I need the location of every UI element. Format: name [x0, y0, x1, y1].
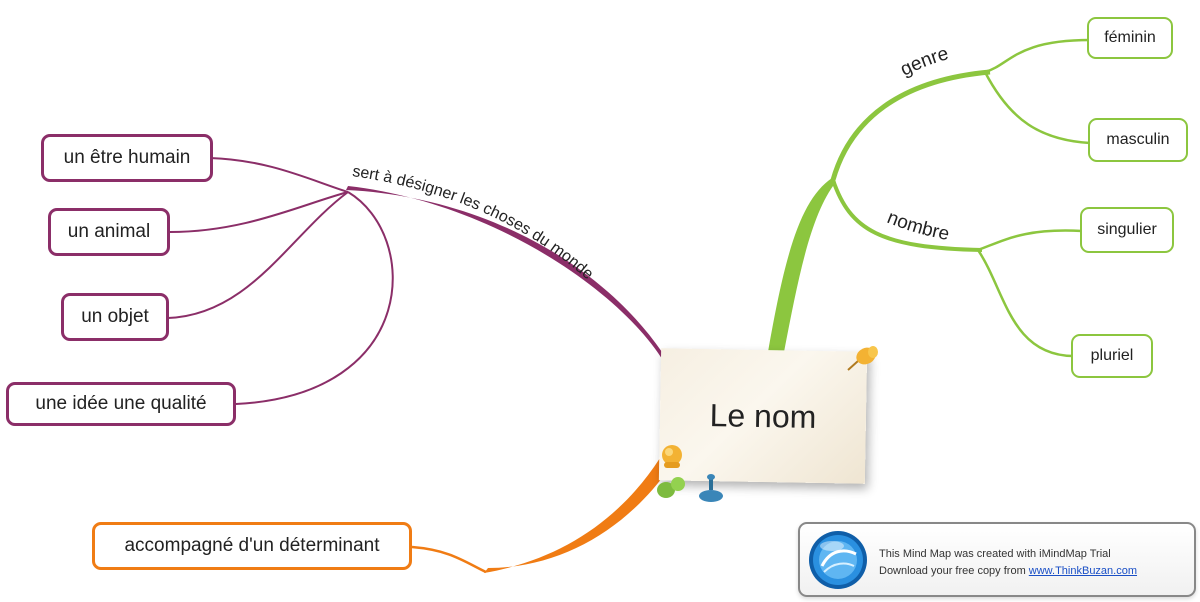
watermark-line-1: This Mind Map was created with iMindMap …	[879, 548, 1111, 560]
branch-determinant-trunk	[484, 458, 668, 573]
branch-green-children	[976, 38, 1091, 358]
node-animal[interactable]: un animal	[48, 208, 170, 256]
branch-label-designer: sert à désigner les choses du monde	[351, 163, 596, 283]
node-masculin[interactable]: masculin	[1088, 118, 1188, 162]
pushpin-icon	[847, 346, 878, 371]
watermark-download-text: Download your free copy from	[879, 565, 1029, 577]
thinkbuzan-link[interactable]: www.ThinkBuzan.com	[1028, 565, 1138, 577]
branch-green-limbs	[830, 69, 991, 252]
branch-green-trunk	[768, 178, 836, 352]
central-topic-label: Le nom	[709, 396, 817, 435]
pushpin-icon	[699, 474, 723, 502]
node-etre-humain[interactable]: un être humain	[41, 134, 213, 182]
node-objet[interactable]: un objet	[61, 293, 169, 341]
watermark-line-2: Download your free copy from www.ThinkBu…	[879, 565, 1137, 577]
pushpin-icon	[657, 477, 685, 498]
branch-determinant-link	[411, 545, 487, 574]
branch-designer-children	[167, 157, 394, 405]
node-singulier[interactable]: singulier	[1080, 207, 1174, 253]
pushpin-icon	[662, 445, 682, 468]
node-feminin[interactable]: féminin	[1087, 17, 1173, 59]
trial-watermark: This Mind Map was created with iMindMap …	[798, 522, 1196, 597]
node-determinant[interactable]: accompagné d'un déterminant	[92, 522, 412, 570]
node-idee-qualite[interactable]: une idée une qualité	[6, 382, 236, 426]
imindmap-logo-icon	[809, 531, 867, 589]
central-topic[interactable]: Le nom	[658, 348, 868, 484]
node-pluriel[interactable]: pluriel	[1071, 334, 1153, 378]
branch-label-genre: genre	[897, 43, 950, 80]
